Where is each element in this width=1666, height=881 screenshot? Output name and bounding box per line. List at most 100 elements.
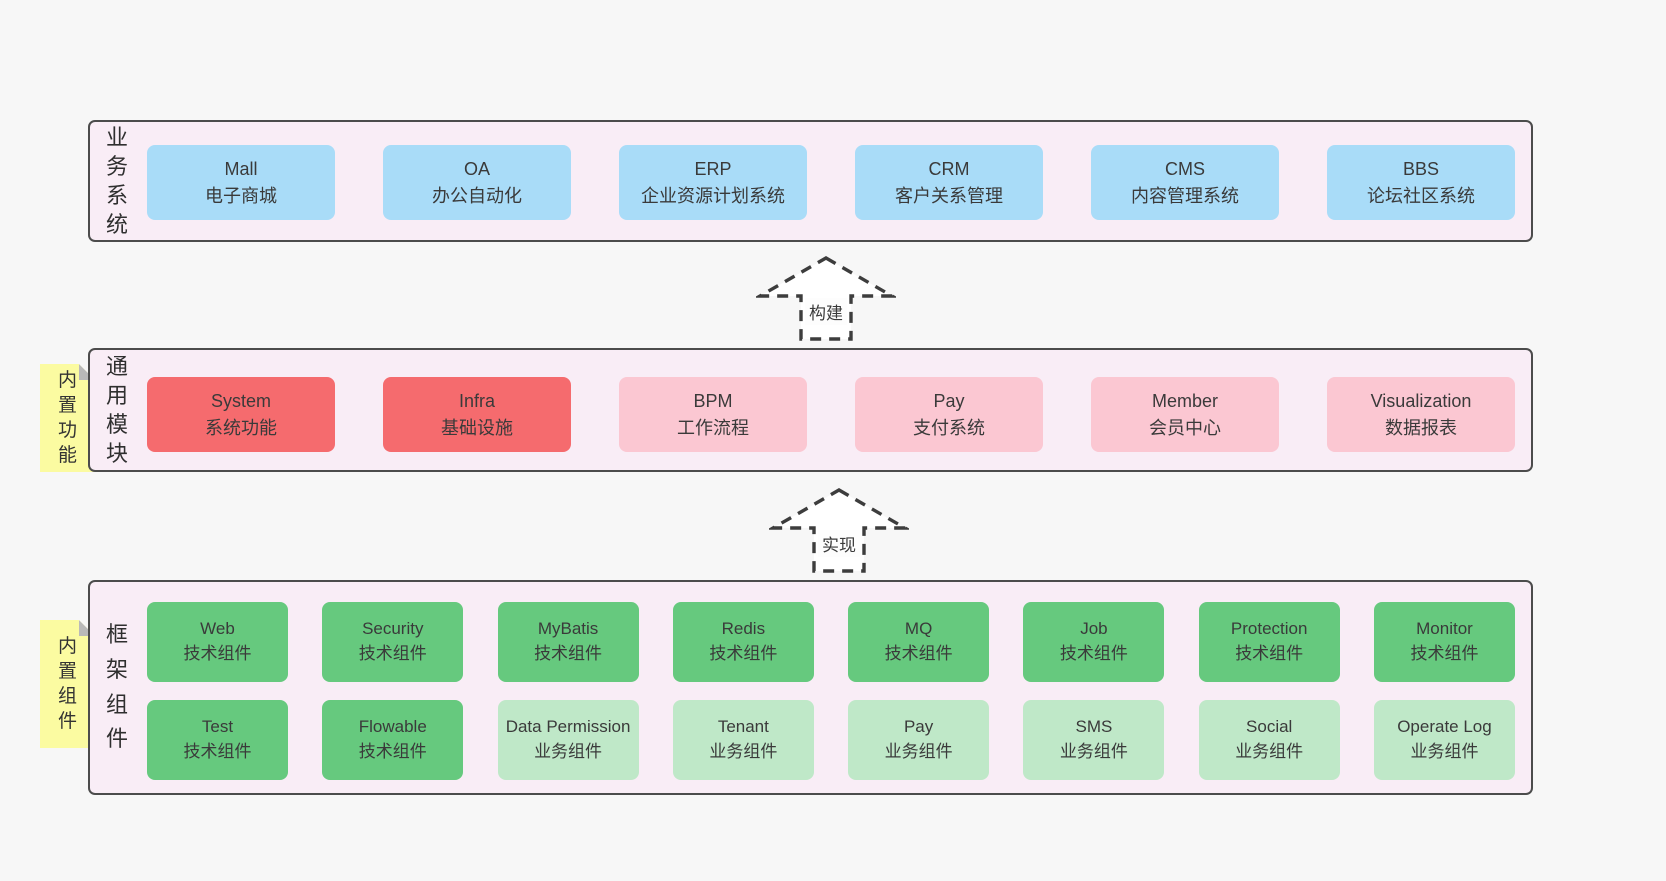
arrow-implement: 实现 [769,486,909,574]
box-redis: Redis 技术组件 [672,602,814,682]
box-subtitle: 技术组件 [358,742,427,761]
box-tenant: Tenant 业务组件 [672,700,814,780]
box-title: Tenant [717,717,769,737]
box-social: Social 业务组件 [1198,700,1340,780]
box-subtitle: 业务组件 [1410,742,1479,761]
box-cms: CMS 内容管理系统 [1091,145,1279,220]
box-title: Pay [933,390,965,411]
sticky-note-label: 内置功能 [58,369,78,467]
box-subtitle: 业务组件 [534,742,603,761]
box-title: Test [201,717,234,737]
layer-business-systems: 业务系统 Mall 电子商城 OA 办公自动化 ERP 企业资源计划系统 CRM… [88,120,1533,242]
box-title: MyBatis [537,619,599,639]
box-oa: OA 办公自动化 [383,145,571,220]
box-title: BPM [693,390,733,411]
box-test: Test 技术组件 [147,700,288,780]
box-bpm: BPM 工作流程 [619,377,807,452]
box-title: CMS [1165,158,1205,179]
box-data-permission: Data Permission 业务组件 [497,700,639,780]
box-title: Web [200,619,235,639]
box-pay-business: Pay 业务组件 [848,700,990,780]
box-subtitle: 数据报表 [1385,417,1457,438]
box-mybatis: MyBatis 技术组件 [497,602,639,682]
box-title: Protection [1230,619,1308,639]
box-title: Job [1080,619,1108,639]
box-pay: Pay 支付系统 [855,377,1043,452]
box-member: Member 会员中心 [1091,377,1279,452]
box-subtitle: 会员中心 [1149,417,1221,438]
framework-row-1: Web 技术组件 Security 技术组件 MyBatis 技术组件 Redi… [147,602,1515,682]
box-title: BBS [1402,158,1440,179]
box-title: Redis [721,619,766,639]
sticky-note-built-in-features: 内置功能 [40,364,95,472]
box-title: Pay [903,717,934,737]
box-title: Data Permission [505,717,631,737]
box-title: Operate Log [1397,717,1492,737]
box-subtitle: 电子商城 [205,185,277,206]
box-title: MQ [904,619,933,639]
box-operate-log: Operate Log 业务组件 [1373,700,1515,780]
arrow-label: 构建 [805,298,847,325]
box-subtitle: 业务组件 [709,742,778,761]
box-subtitle: 业务组件 [884,742,953,761]
box-system: System 系统功能 [147,377,335,452]
layer-framework-components: 框架组件 Web 技术组件 Security 技术组件 MyBatis 技术组件… [88,580,1533,795]
modules-boxes-row: System 系统功能 Infra 基础设施 BPM 工作流程 Pay 支付系统… [147,377,1515,452]
box-web: Web 技术组件 [147,602,288,682]
box-subtitle: 系统功能 [205,417,277,438]
box-subtitle: 技术组件 [884,644,953,663]
box-subtitle: 技术组件 [1410,644,1479,663]
box-visualization: Visualization 数据报表 [1327,377,1515,452]
box-subtitle: 技术组件 [1059,644,1128,663]
box-subtitle: 技术组件 [183,644,252,663]
box-subtitle: 基础设施 [441,417,513,438]
box-erp: ERP 企业资源计划系统 [619,145,807,220]
box-subtitle: 业务组件 [1235,742,1304,761]
box-title: OA [463,158,490,179]
box-title: Monitor [1416,619,1473,639]
arrow-label: 实现 [818,530,860,557]
box-crm: CRM 客户关系管理 [855,145,1043,220]
layer-common-modules: 通用模块 System 系统功能 Infra 基础设施 BPM 工作流程 Pay… [88,348,1533,472]
box-monitor: Monitor 技术组件 [1373,602,1515,682]
box-infra: Infra 基础设施 [383,377,571,452]
box-title: Mall [224,158,258,179]
box-title: Security [362,619,424,639]
box-subtitle: 技术组件 [534,644,603,663]
layer-side-label: 框架组件 [106,622,129,752]
box-title: Flowable [358,717,427,737]
box-job: Job 技术组件 [1023,602,1165,682]
box-title: Member [1151,390,1218,411]
box-title: CRM [928,158,970,179]
box-subtitle: 技术组件 [358,644,427,663]
sticky-note-built-in-components: 内置组件 [40,620,95,748]
box-subtitle: 论坛社区系统 [1367,185,1475,206]
box-protection: Protection 技术组件 [1198,602,1340,682]
arrow-build: 构建 [756,254,896,342]
box-title: ERP [694,158,732,179]
box-mq: MQ 技术组件 [848,602,990,682]
box-subtitle: 办公自动化 [432,185,522,206]
box-bbs: BBS 论坛社区系统 [1327,145,1515,220]
box-subtitle: 技术组件 [183,742,252,761]
framework-row-2: Test 技术组件 Flowable 技术组件 Data Permission … [147,700,1515,780]
box-subtitle: 工作流程 [677,417,749,438]
box-flowable: Flowable 技术组件 [322,700,464,780]
box-sms: SMS 业务组件 [1023,700,1165,780]
box-subtitle: 技术组件 [1235,644,1304,663]
box-title: SMS [1075,717,1113,737]
box-subtitle: 支付系统 [913,417,985,438]
box-title: Infra [458,390,496,411]
box-security: Security 技术组件 [322,602,464,682]
box-title: System [210,390,271,411]
box-title: Visualization [1370,390,1472,411]
box-subtitle: 客户关系管理 [895,185,1003,206]
box-subtitle: 内容管理系统 [1131,185,1239,206]
sticky-note-label: 内置组件 [58,635,78,733]
box-mall: Mall 电子商城 [147,145,335,220]
box-subtitle: 企业资源计划系统 [641,185,785,206]
layer-side-label: 通用模块 [106,353,129,467]
box-subtitle: 业务组件 [1059,742,1128,761]
layer-side-label: 业务系统 [106,124,129,238]
